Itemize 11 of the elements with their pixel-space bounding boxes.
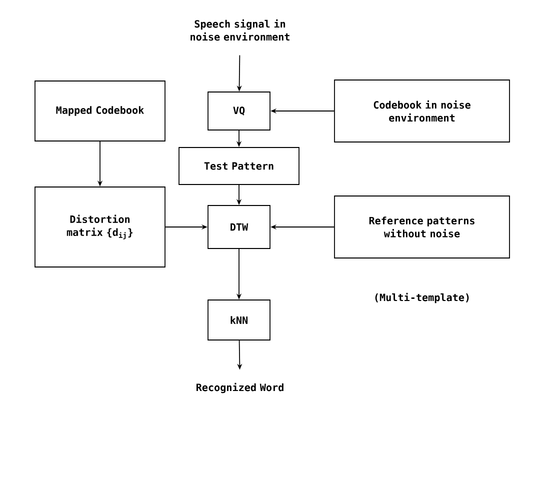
signal-label: Speech signal in noise environment	[190, 19, 290, 41]
process-box: Distortion matrix {d$_{ij}$}	[34, 186, 166, 268]
process-box: Reference patterns without noise	[334, 196, 510, 258]
process-box: DTW	[208, 205, 270, 249]
process-box: Codebook in noise environment	[334, 80, 510, 142]
process-box: kNN	[208, 300, 270, 340]
process-box: Test Pattern	[178, 147, 300, 185]
process-box: VQ	[208, 92, 270, 130]
signal-label: Recognized Word	[196, 382, 284, 394]
process-box: Mapped Codebook	[34, 80, 166, 142]
note-label: (Multi-template)	[375, 292, 469, 304]
